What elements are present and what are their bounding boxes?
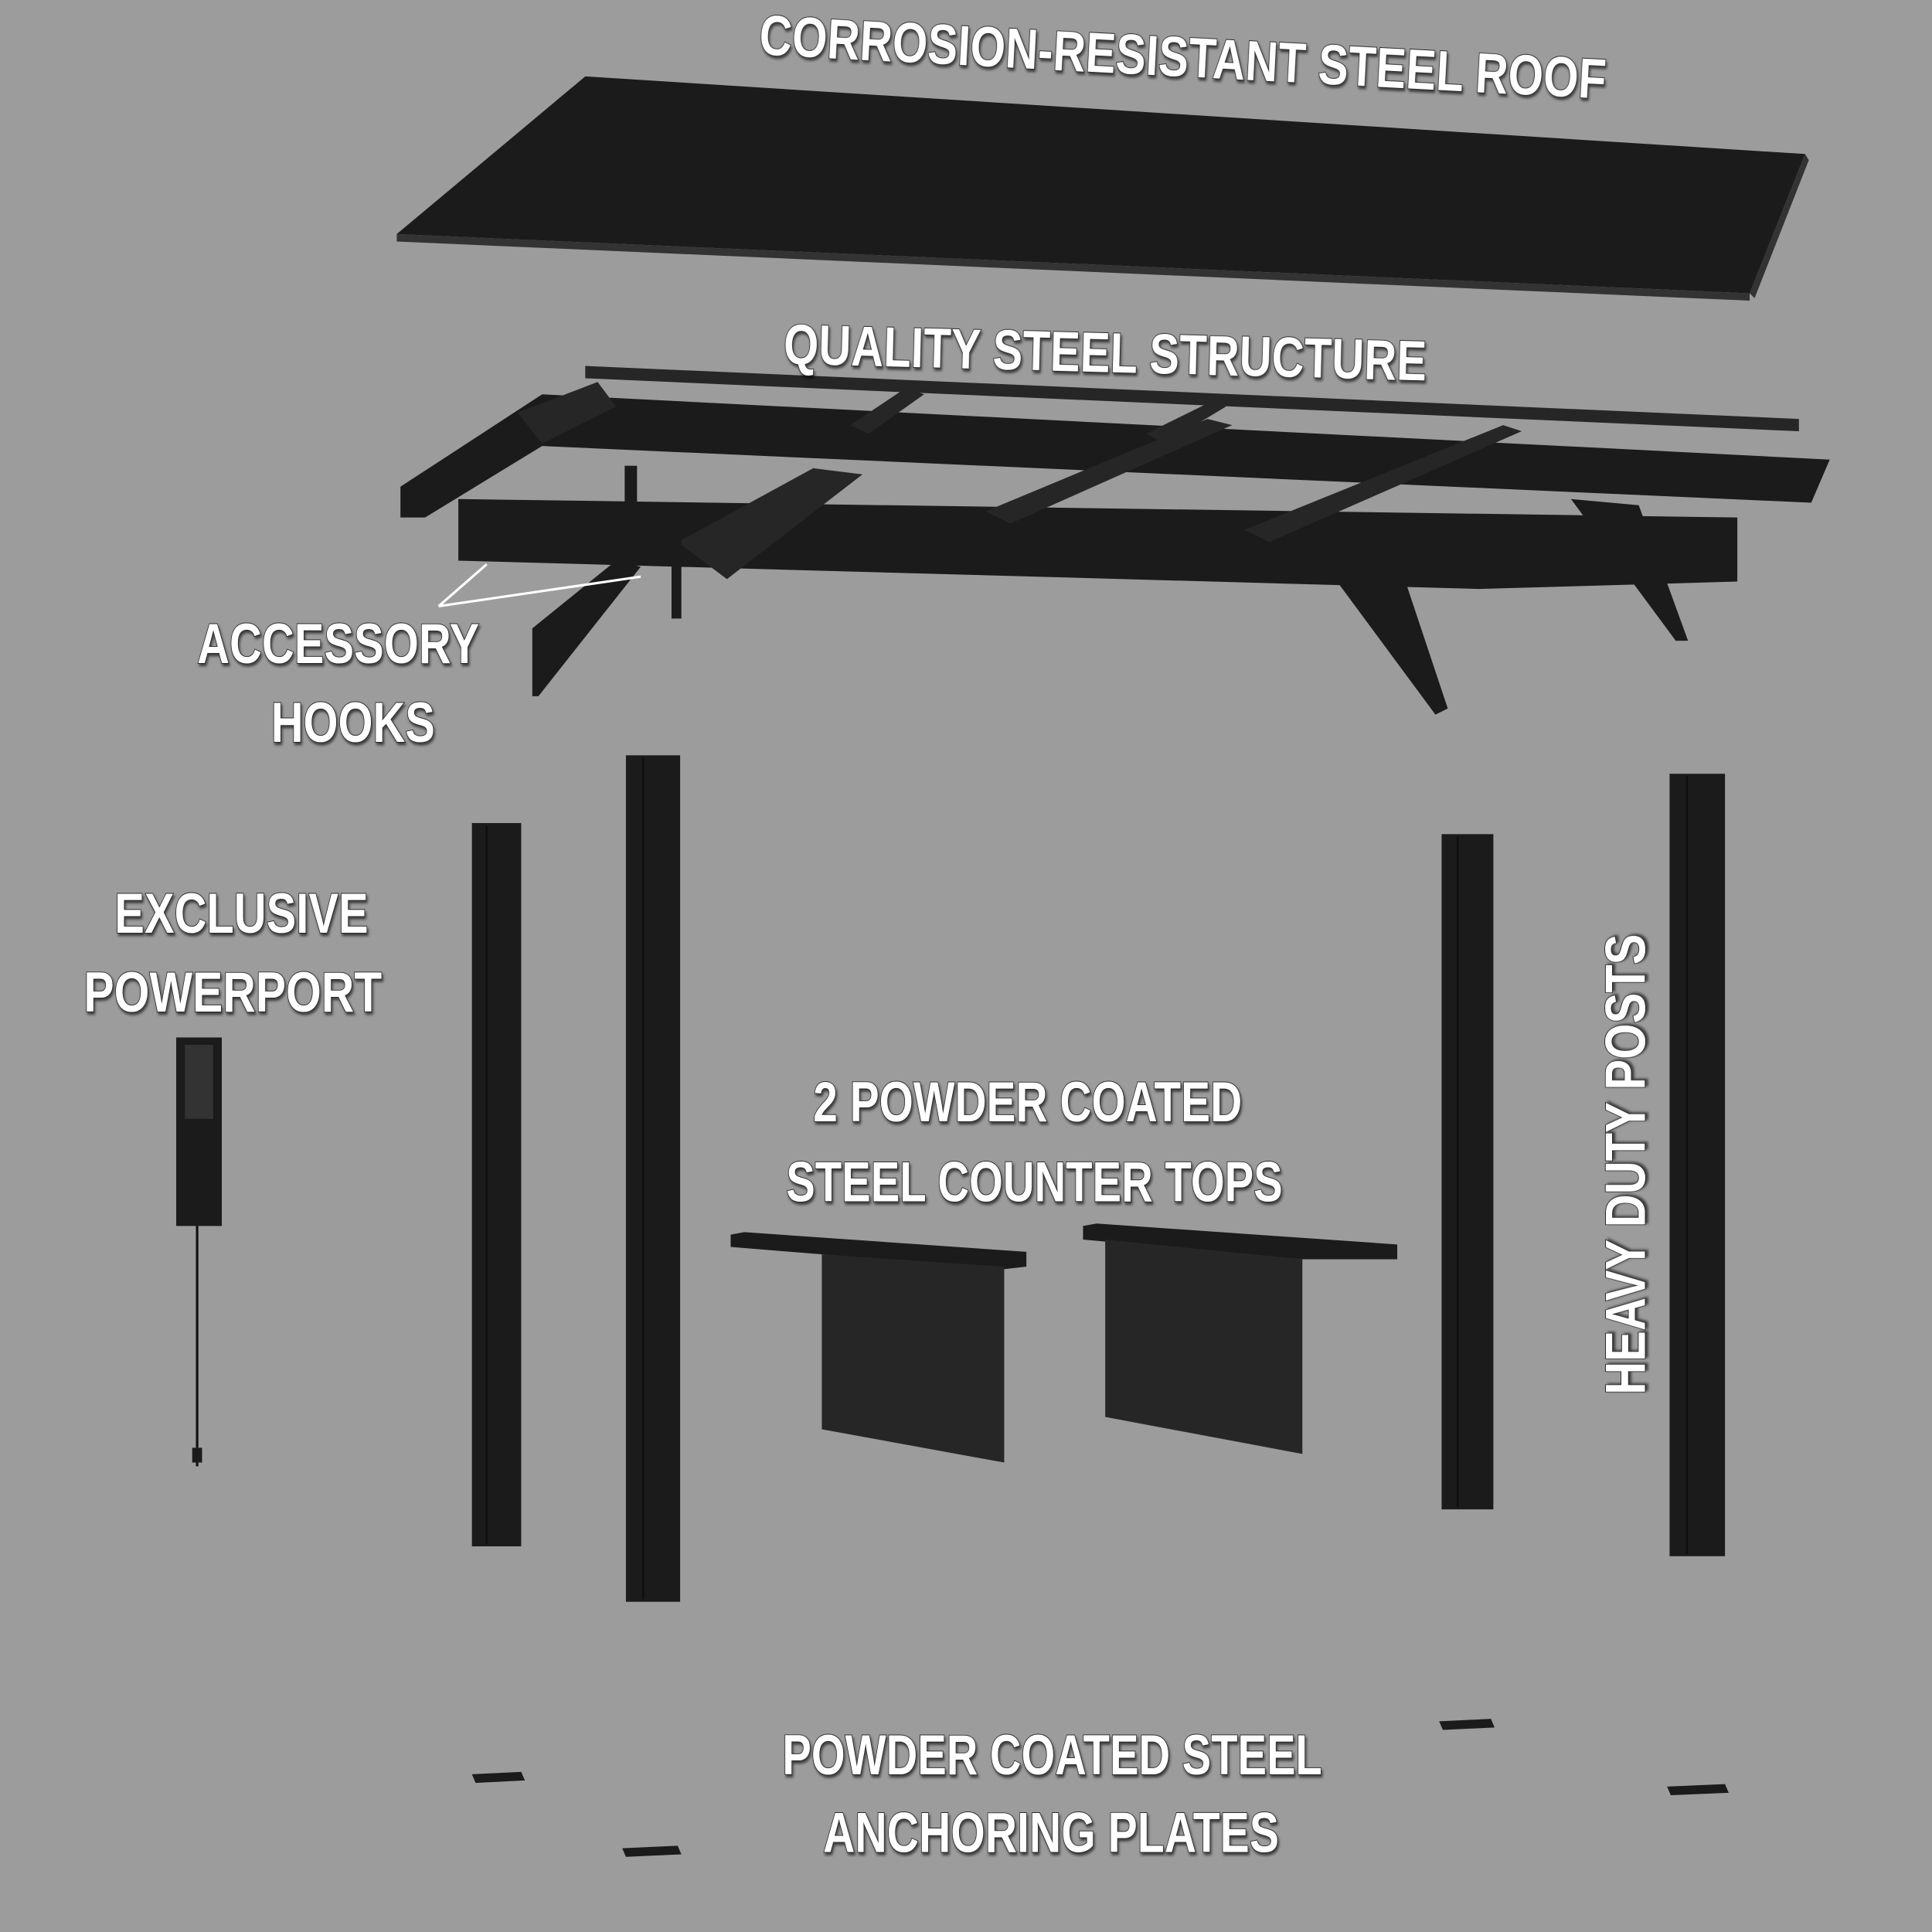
post (1441, 834, 1494, 1510)
label-plates-line2: ANCHORING PLATES (823, 1801, 1279, 1864)
post (625, 755, 681, 1602)
post (1669, 774, 1726, 1556)
counter-top-left (730, 1232, 1027, 1270)
label-powerport-line2: POWERPORT (83, 961, 382, 1024)
steel-structure (400, 366, 1830, 715)
label-counters-line1: 2 POWDER COATED (813, 1070, 1242, 1134)
anchoring-plate (471, 1771, 526, 1784)
label-hooks-line2: HOOKS (271, 691, 435, 754)
anchoring-plate (1667, 1784, 1729, 1796)
anchoring-plates (471, 1719, 1729, 1857)
hooks-leader-lines (437, 563, 641, 608)
label-posts: HEAVY DUTY POSTS (1594, 934, 1658, 1395)
label-powerport-line1: EXCLUSIVE (114, 882, 368, 945)
posts (471, 755, 1726, 1602)
counter-top-right (1083, 1223, 1398, 1260)
steel-roof (396, 76, 1809, 301)
counter-tops (730, 1223, 1398, 1463)
anchoring-plate (1439, 1719, 1495, 1730)
label-hooks-line1: ACCESSORY (197, 612, 479, 675)
anchoring-plate (622, 1845, 682, 1857)
post (471, 823, 522, 1546)
label-counters-line2: STEEL COUNTER TOPS (786, 1151, 1283, 1214)
powerport (175, 1037, 222, 1467)
label-plates-line1: POWDER COATED STEEL (782, 1723, 1321, 1787)
